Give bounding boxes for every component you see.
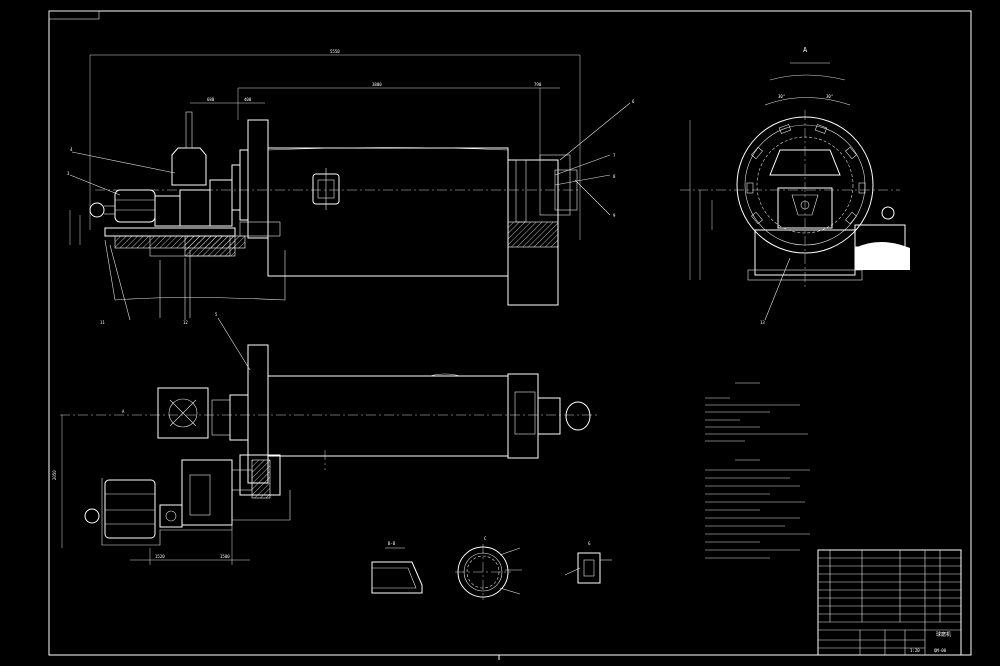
drawing-number: QM-00 xyxy=(934,648,947,653)
technical-notes xyxy=(705,382,810,559)
svg-text:12: 12 xyxy=(183,320,188,325)
view-a-label: A xyxy=(803,46,808,54)
svg-text:8: 8 xyxy=(613,174,616,179)
title-block: 球磨机 QM-00 1:20 xyxy=(817,549,962,656)
svg-text:11: 11 xyxy=(100,320,105,325)
dim-small-left: 400 xyxy=(244,97,252,102)
svg-text:A: A xyxy=(122,409,125,414)
dim-overall: 5550 xyxy=(330,49,340,54)
plan-height: 2050 xyxy=(52,470,57,480)
section-b-b: B-B xyxy=(371,541,423,594)
dim-left-offset: 680 xyxy=(207,97,215,102)
svg-text:13: 13 xyxy=(760,320,765,325)
front-elevation-view: 5550 3800 680 400 790 xyxy=(67,49,635,325)
detail-c: C xyxy=(455,536,522,600)
svg-text:7: 7 xyxy=(613,153,616,158)
dim-right-a: 790 xyxy=(534,82,542,87)
svg-text:4: 4 xyxy=(70,147,73,152)
detail-g: G xyxy=(564,541,612,584)
sheet-border xyxy=(48,10,972,660)
detail-g-label: G xyxy=(588,541,591,546)
drawing-scale: 1:20 xyxy=(910,648,920,653)
dim-shell: 3800 xyxy=(372,82,382,87)
end-view-a: A 30° 30° xyxy=(680,46,910,325)
detail-c-label: C xyxy=(484,536,487,541)
angle-left: 30° xyxy=(778,94,785,99)
plan-width-2: 1500 xyxy=(220,554,230,559)
svg-text:5: 5 xyxy=(215,312,218,317)
svg-text:3: 3 xyxy=(67,171,70,176)
svg-text:6: 6 xyxy=(632,99,635,104)
svg-text:9: 9 xyxy=(613,213,616,218)
plan-view: A xyxy=(52,312,600,565)
title-text: 球磨机 xyxy=(936,631,951,638)
plan-width-1: 1520 xyxy=(155,554,165,559)
angle-right: 30° xyxy=(826,94,833,99)
section-b-label: B-B xyxy=(388,541,396,546)
